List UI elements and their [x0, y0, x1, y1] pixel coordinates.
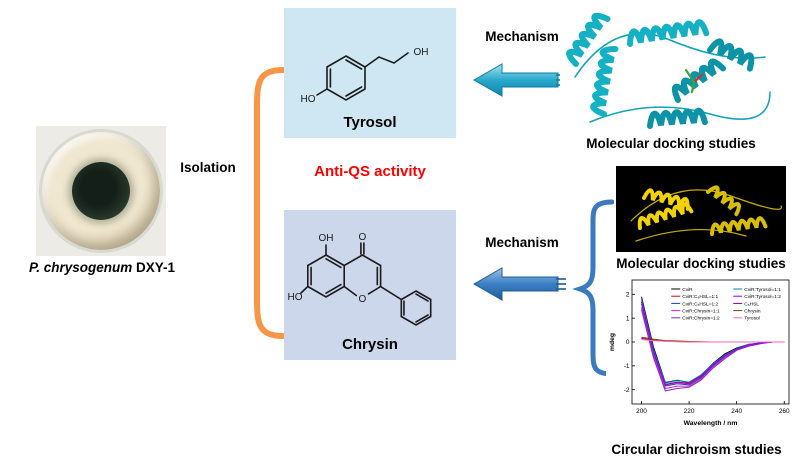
svg-text:Tyrosol: Tyrosol [744, 316, 759, 322]
cyan-protein-ribbon-icon [566, 12, 771, 129]
svg-text:CviR:Tyrosol=1:1: CviR:Tyrosol=1:1 [744, 287, 781, 293]
svg-text:CviR: CviR [682, 287, 693, 293]
svg-text:CviR:C₆HSL=1:1: CviR:C₆HSL=1:1 [682, 294, 718, 300]
strain-code: DXY-1 [132, 260, 176, 275]
chrysin-ho-left-label: HO [288, 292, 303, 303]
chrysin-oh-top-label: OH [319, 233, 334, 244]
petri-dish [39, 129, 163, 253]
mechanism-arrow-bottom-icon [472, 267, 566, 301]
svg-text:Wavelength / nm: Wavelength / nm [684, 420, 738, 427]
chrysin-structure: O O OH HO [288, 232, 432, 326]
yellow-protein-ribbon-icon [630, 185, 782, 242]
fungal-colony [72, 162, 130, 220]
docking-bottom-caption: Molecular docking studies [616, 256, 786, 271]
mechanism-top-label: Mechanism [485, 29, 559, 44]
anti-qs-activity-label: Anti-QS activity [314, 163, 426, 180]
chrysin-carbonyl-oxygen-label: O [359, 232, 367, 243]
svg-text:CviR:Chrysin=1:1: CviR:Chrysin=1:1 [682, 309, 720, 315]
svg-text:220: 220 [684, 408, 695, 415]
chrysin-ring-oxygen-label: O [359, 294, 367, 305]
svg-text:Chrysin: Chrysin [744, 309, 761, 315]
tyrosol-oh-atom-label: OH [414, 47, 429, 58]
svg-text:0: 0 [626, 339, 630, 346]
mechanism-bottom-label: Mechanism [485, 235, 559, 250]
petri-dish-photo [36, 126, 166, 256]
protein-docking-bottom-image [616, 166, 786, 252]
species-name: P. chrysogenum [28, 260, 133, 275]
isolation-label: Isolation [180, 160, 236, 175]
blue-bracket [572, 199, 614, 377]
svg-text:CviR:Tyrosol=1:2: CviR:Tyrosol=1:2 [744, 294, 781, 300]
ligand-sticks-icon [684, 68, 704, 94]
tyrosol-name: Tyrosol [343, 114, 397, 131]
strain-label: P. chrysogenum DXY-1 [8, 260, 196, 275]
docking-top-caption: Molecular docking studies [586, 136, 756, 151]
svg-text:CviR:C₆HSL=1:2: CviR:C₆HSL=1:2 [682, 301, 718, 307]
svg-text:200: 200 [636, 408, 647, 415]
svg-text:CviR:Chrysin=1:2: CviR:Chrysin=1:2 [682, 316, 720, 322]
chrysin-name: Chrysin [342, 336, 398, 353]
svg-text:-2: -2 [624, 387, 630, 394]
svg-text:260: 260 [779, 408, 790, 415]
tyrosol-ho-atom-label: HO [301, 94, 316, 105]
svg-text:mdeg: mdeg [609, 333, 616, 351]
svg-text:-1: -1 [624, 363, 630, 370]
svg-text:2: 2 [626, 292, 630, 299]
tyrosol-structure: HO OH [301, 47, 429, 105]
mechanism-arrow-top-icon [472, 63, 566, 97]
tyrosol-box: HO OH Tyrosol [284, 8, 456, 138]
protein-docking-top-image [560, 2, 778, 134]
chrysin-box: O O OH HO Chrysin [284, 210, 456, 360]
svg-text:C₆HSL: C₆HSL [744, 301, 759, 307]
cd-caption: Circular dichroism studies [611, 442, 782, 457]
svg-text:240: 240 [731, 408, 742, 415]
svg-text:1: 1 [626, 315, 630, 322]
orange-bracket [254, 67, 285, 339]
